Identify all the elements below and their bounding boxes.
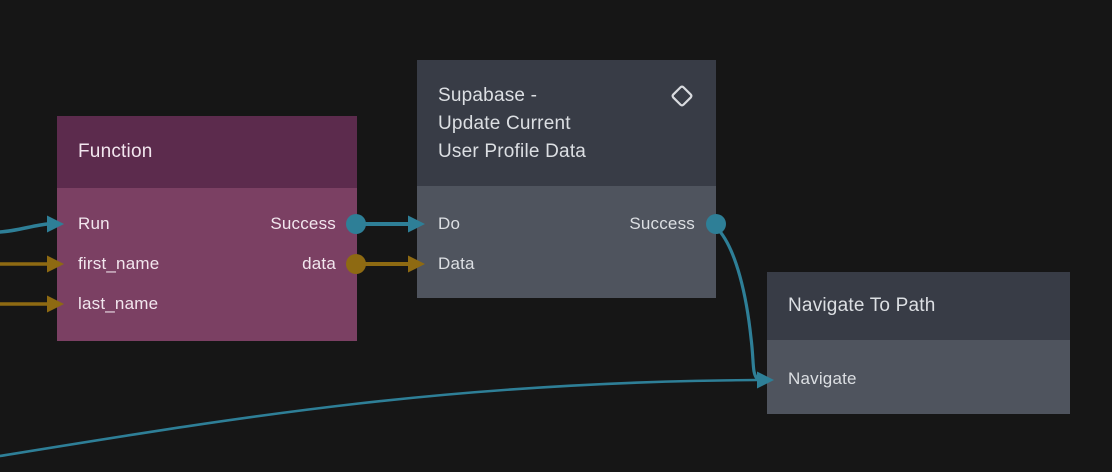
wire-into-run[interactable] bbox=[0, 222, 50, 234]
input-port-run[interactable]: Run bbox=[78, 214, 110, 233]
first-name-input-arrow-icon[interactable] bbox=[47, 255, 64, 273]
port-row: last_name bbox=[57, 284, 357, 324]
node-supabase-header[interactable]: Supabase - Update Current User Profile D… bbox=[417, 60, 716, 186]
node-function-title: Function bbox=[78, 141, 153, 162]
output-port-success[interactable]: Success bbox=[629, 214, 695, 233]
port-row: Run Success bbox=[57, 204, 357, 244]
input-port-first-name[interactable]: first_name bbox=[78, 254, 160, 273]
node-navigate-body: Navigate bbox=[767, 340, 1070, 414]
node-supabase-title: Supabase - Update Current User Profile D… bbox=[438, 85, 587, 162]
input-port-last-name[interactable]: last_name bbox=[78, 294, 159, 313]
last-name-input-arrow-icon[interactable] bbox=[47, 295, 64, 313]
data-input-arrow-icon[interactable] bbox=[408, 255, 425, 273]
function-success-output-port[interactable] bbox=[346, 214, 366, 234]
run-input-arrow-icon[interactable] bbox=[47, 215, 64, 233]
port-row: Navigate bbox=[767, 359, 1070, 399]
node-supabase-update-profile[interactable]: Supabase - Update Current User Profile D… bbox=[417, 60, 716, 298]
node-supabase-body: Do Success Data bbox=[417, 186, 716, 298]
node-navigate-header[interactable]: Navigate To Path bbox=[767, 272, 1070, 340]
wire-success-to-navigate[interactable] bbox=[714, 225, 759, 381]
input-port-data[interactable]: Data bbox=[438, 254, 475, 273]
supabase-success-output-port[interactable] bbox=[706, 214, 726, 234]
node-navigate-to-path[interactable]: Navigate To Path Navigate bbox=[767, 272, 1070, 414]
port-row: Data bbox=[417, 244, 716, 284]
node-function-header[interactable]: Function bbox=[57, 116, 357, 188]
navigate-input-arrow-icon[interactable] bbox=[757, 371, 774, 389]
output-port-success[interactable]: Success bbox=[270, 214, 336, 233]
node-function[interactable]: Function Run Success first_name data las… bbox=[57, 116, 357, 341]
node-navigate-title: Navigate To Path bbox=[788, 295, 936, 316]
input-port-do[interactable]: Do bbox=[438, 214, 461, 233]
input-port-navigate[interactable]: Navigate bbox=[788, 369, 857, 388]
port-row: first_name data bbox=[57, 244, 357, 284]
component-diamond-icon bbox=[671, 85, 693, 107]
output-port-data[interactable]: data bbox=[302, 254, 336, 273]
node-function-body: Run Success first_name data last_name bbox=[57, 188, 357, 341]
do-input-arrow-icon[interactable] bbox=[408, 215, 425, 233]
function-data-output-port[interactable] bbox=[346, 254, 366, 274]
port-row: Do Success bbox=[417, 204, 716, 244]
wire-offscreen-to-navigate[interactable] bbox=[0, 378, 759, 458]
